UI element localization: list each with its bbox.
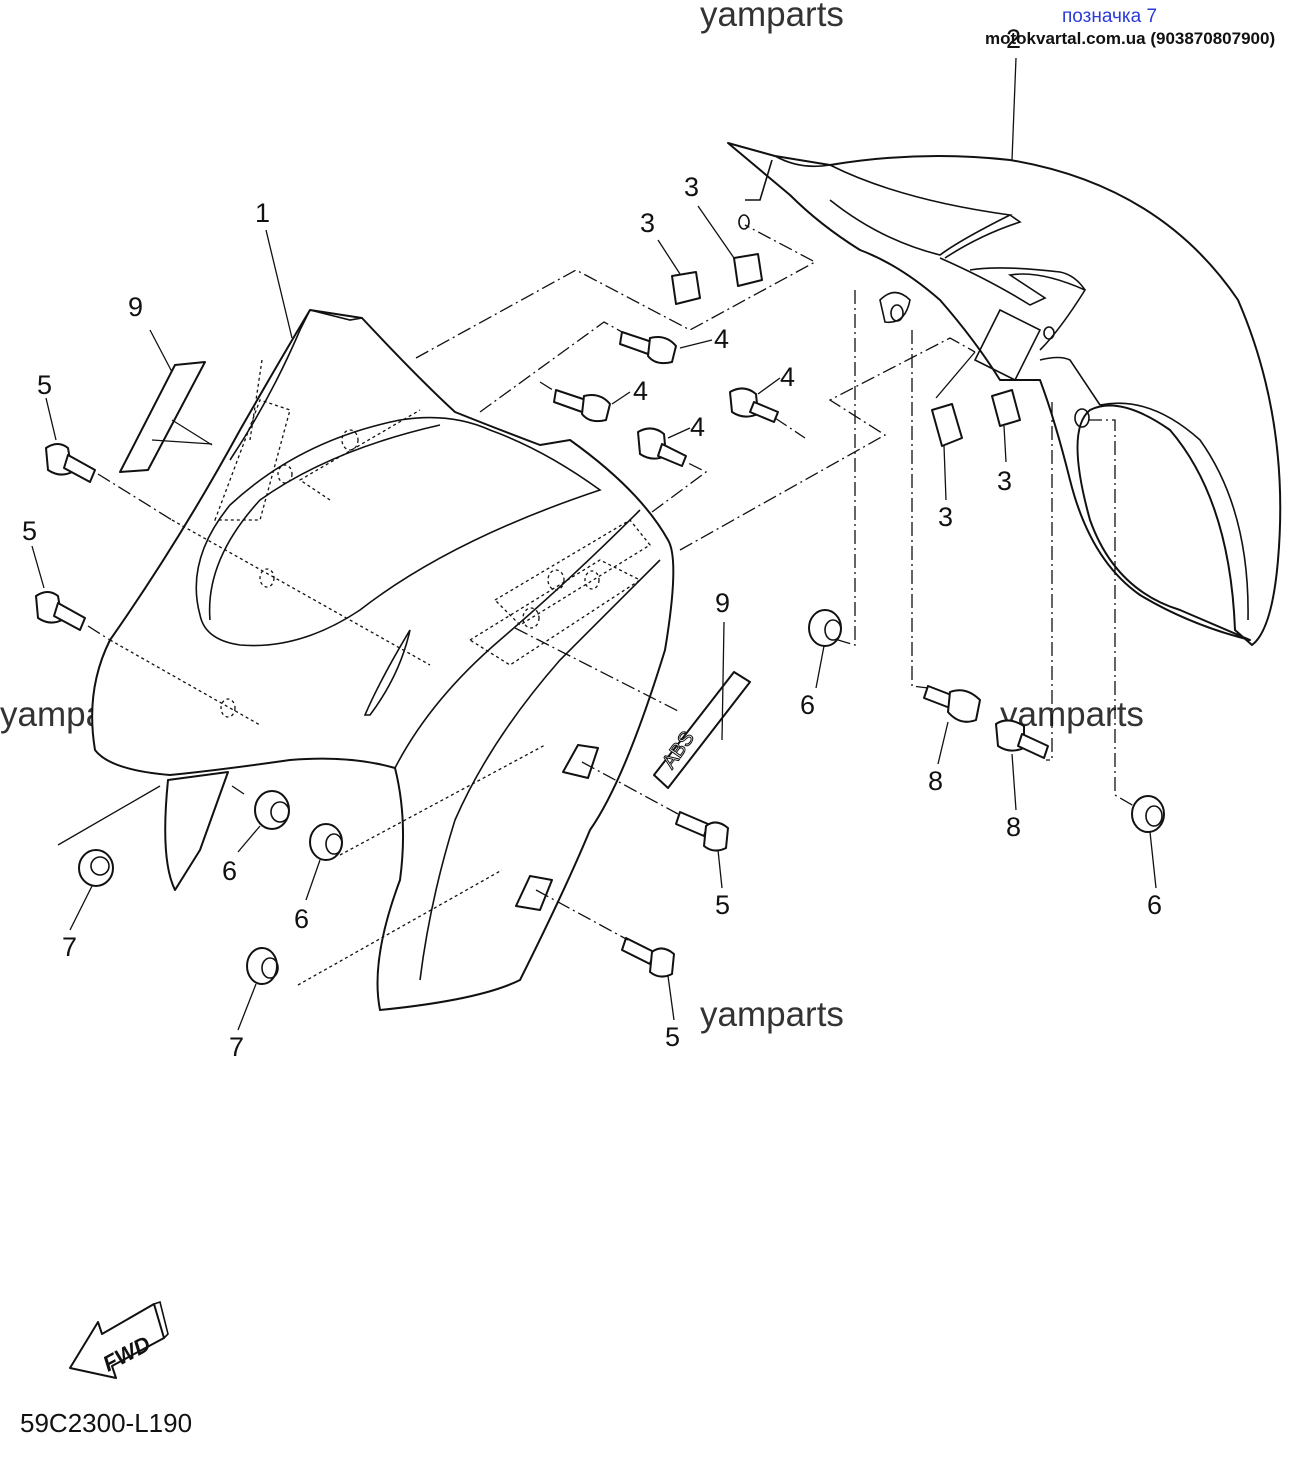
callout-5-b: 5 (22, 516, 37, 546)
callout-4-c: 4 (690, 412, 705, 442)
fwd-arrow-icon: FWD (69, 1300, 169, 1379)
clip-nut-part-3-d (991, 389, 1021, 427)
grommet-part-7-b (246, 947, 279, 985)
callout-4-d: 4 (780, 362, 795, 392)
clip-nut-part-3-a (671, 271, 701, 305)
screw-part-5-lower-left (35, 591, 86, 631)
callout-7-b: 7 (229, 1032, 244, 1062)
callout-5-c: 5 (715, 890, 730, 920)
callout-5-a: 5 (37, 370, 52, 400)
callout-6-a: 6 (800, 690, 815, 720)
screw-part-5-lower-right-b (621, 937, 675, 978)
callout-8-b: 8 (1006, 812, 1021, 842)
bolt-part-8-b (995, 719, 1049, 759)
callout-6-c: 6 (294, 904, 309, 934)
grommet-pad-lower (515, 875, 553, 911)
grommet-part-6-c (309, 823, 343, 861)
screw-part-4-d (729, 387, 779, 423)
callout-1: 1 (255, 198, 270, 228)
screw-part-4-b (553, 389, 611, 423)
clip-nut-part-3-b (733, 253, 763, 287)
callout-3-a: 3 (640, 208, 655, 238)
bolt-part-8-a (923, 685, 981, 723)
callout-4-a: 4 (714, 324, 729, 354)
callout-4-b: 4 (633, 376, 648, 406)
grommet-part-6-b (254, 790, 290, 830)
screw-part-4-a (619, 331, 677, 365)
callout-6-b: 6 (222, 856, 237, 886)
grommet-pad-upper (562, 744, 599, 779)
callout-8-a: 8 (928, 766, 943, 796)
callout-6-d: 6 (1147, 890, 1162, 920)
clip-nut-part-3-c (931, 403, 963, 447)
grommet-part-6-a (808, 609, 842, 647)
screw-part-5-upper-left (45, 443, 96, 483)
callout-5-d: 5 (665, 1022, 680, 1052)
emblem-part-9-upper (119, 361, 206, 473)
callout-7-a: 7 (62, 932, 77, 962)
callout-9-b: 9 (715, 588, 730, 618)
callout-3-b: 3 (684, 172, 699, 202)
watermark-bottom: yamparts (700, 995, 844, 1034)
grommet-part-7-a (78, 849, 114, 887)
emblem-part-9-abs: ABS (653, 671, 751, 789)
grommet-part-6-d (1131, 795, 1165, 833)
header-site-contact: motokvartal.com.ua (903870807900) (985, 29, 1275, 48)
callout-2: 2 (1006, 24, 1021, 54)
front-fender-part-1 (91, 309, 675, 1011)
screw-part-4-c (637, 427, 687, 467)
diagram-code: 59C2300-L190 (20, 1408, 192, 1438)
screw-part-5-lower-right-a (675, 811, 729, 852)
watermark-top: yamparts (700, 0, 844, 34)
inner-fender-part-2 (727, 142, 1282, 646)
header-label: позначка 7 (1062, 6, 1157, 27)
callout-3-d: 3 (997, 466, 1012, 496)
callout-numbers: 1 2 3 3 3 3 4 4 4 4 5 5 5 5 6 6 6 6 7 7 … (22, 24, 1162, 1062)
callout-3-c: 3 (938, 502, 953, 532)
callout-9-a: 9 (128, 292, 143, 322)
assembly-lines (31, 57, 1157, 1031)
